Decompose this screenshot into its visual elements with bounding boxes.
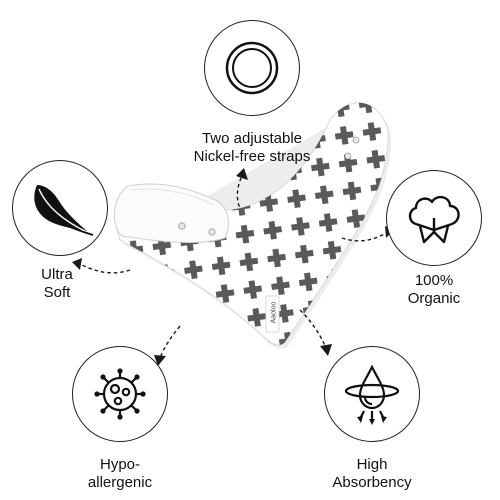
hypoallergenic-feature-label: Hypo- allergenic — [66, 456, 174, 492]
germ-icon — [94, 368, 146, 420]
straps-feature-label: Two adjustable Nickel-free straps — [172, 130, 332, 166]
cotton-flower-icon — [408, 195, 460, 244]
absorbency-label-line-2: Absorbency — [332, 474, 412, 491]
organic-feature-label: 100% Organic — [386, 272, 482, 308]
absorbency-feature-circle — [324, 346, 420, 442]
feather-icon — [34, 185, 94, 236]
hypoallergenic-label-line-1: Hypo- — [99, 456, 140, 473]
soft-feature-label: Ultra Soft — [22, 266, 92, 302]
straps-label-line-2: Nickel-free straps — [193, 148, 311, 165]
soft-label-line-1: Ultra — [41, 266, 73, 283]
soft-feature-circle — [12, 160, 108, 256]
hypoallergenic-feature-circle — [72, 346, 168, 442]
organic-feature-circle — [386, 170, 482, 266]
brand-tag-label: Aaoloo — [270, 301, 278, 324]
absorbency-feature-label: High Absorbency — [318, 456, 426, 492]
straps-label-line-1: Two adjustable — [201, 130, 303, 147]
straps-feature-circle — [204, 20, 300, 116]
ring-icon — [225, 41, 279, 95]
hypoallergenic-label-line-2: allergenic — [87, 474, 153, 491]
organic-label-line-2: Organic — [407, 290, 461, 307]
water-drop-icon — [344, 364, 400, 425]
soft-label-line-2: Soft — [43, 284, 71, 301]
absorbency-label-line-1: High — [356, 456, 388, 473]
organic-label-line-1: 100% — [414, 272, 454, 289]
